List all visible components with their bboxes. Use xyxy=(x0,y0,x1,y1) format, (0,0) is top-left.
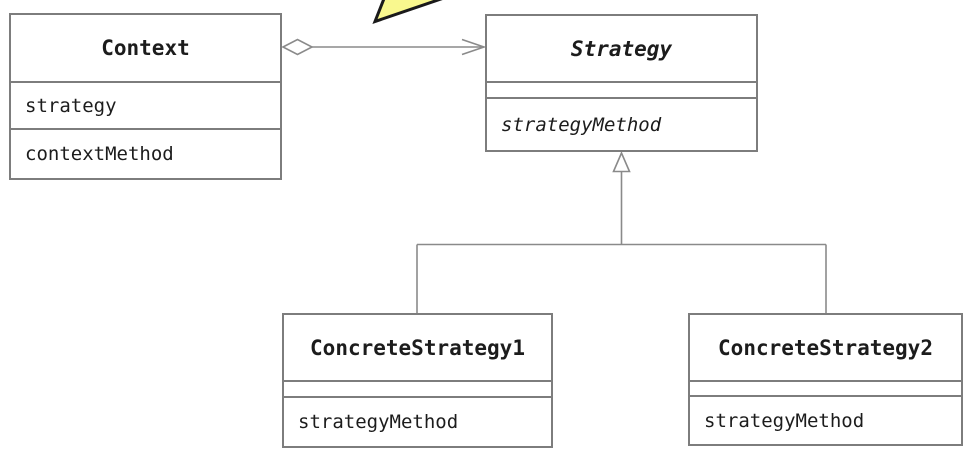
class-title: Strategy xyxy=(570,36,673,61)
class-method: strategyMethod xyxy=(487,97,756,150)
class-box-concrete-strategy-2: ConcreteStrategy2 strategyMethod xyxy=(688,313,963,446)
class-method: strategyMethod xyxy=(284,396,551,446)
empty-attribute-compartment xyxy=(487,81,756,97)
empty-attribute-compartment xyxy=(284,380,551,396)
class-attribute: strategy xyxy=(11,81,280,128)
empty-attribute-compartment xyxy=(690,380,961,395)
class-method: contextMethod xyxy=(11,128,280,178)
open-arrowhead-icon xyxy=(461,38,487,56)
class-title: ConcreteStrategy1 xyxy=(310,335,525,360)
class-box-concrete-strategy-1: ConcreteStrategy1 strategyMethod xyxy=(282,313,553,448)
class-box-strategy: Strategy strategyMethod xyxy=(485,14,758,152)
hollow-triangle-icon xyxy=(612,150,631,173)
class-method: strategyMethod xyxy=(690,395,961,444)
class-title: ConcreteStrategy2 xyxy=(718,335,933,360)
highlight-arrow-icon xyxy=(372,0,443,24)
class-box-context: Context strategy contextMethod xyxy=(9,13,282,180)
aggregation-diamond-icon xyxy=(281,38,314,56)
class-title: Context xyxy=(101,36,190,60)
